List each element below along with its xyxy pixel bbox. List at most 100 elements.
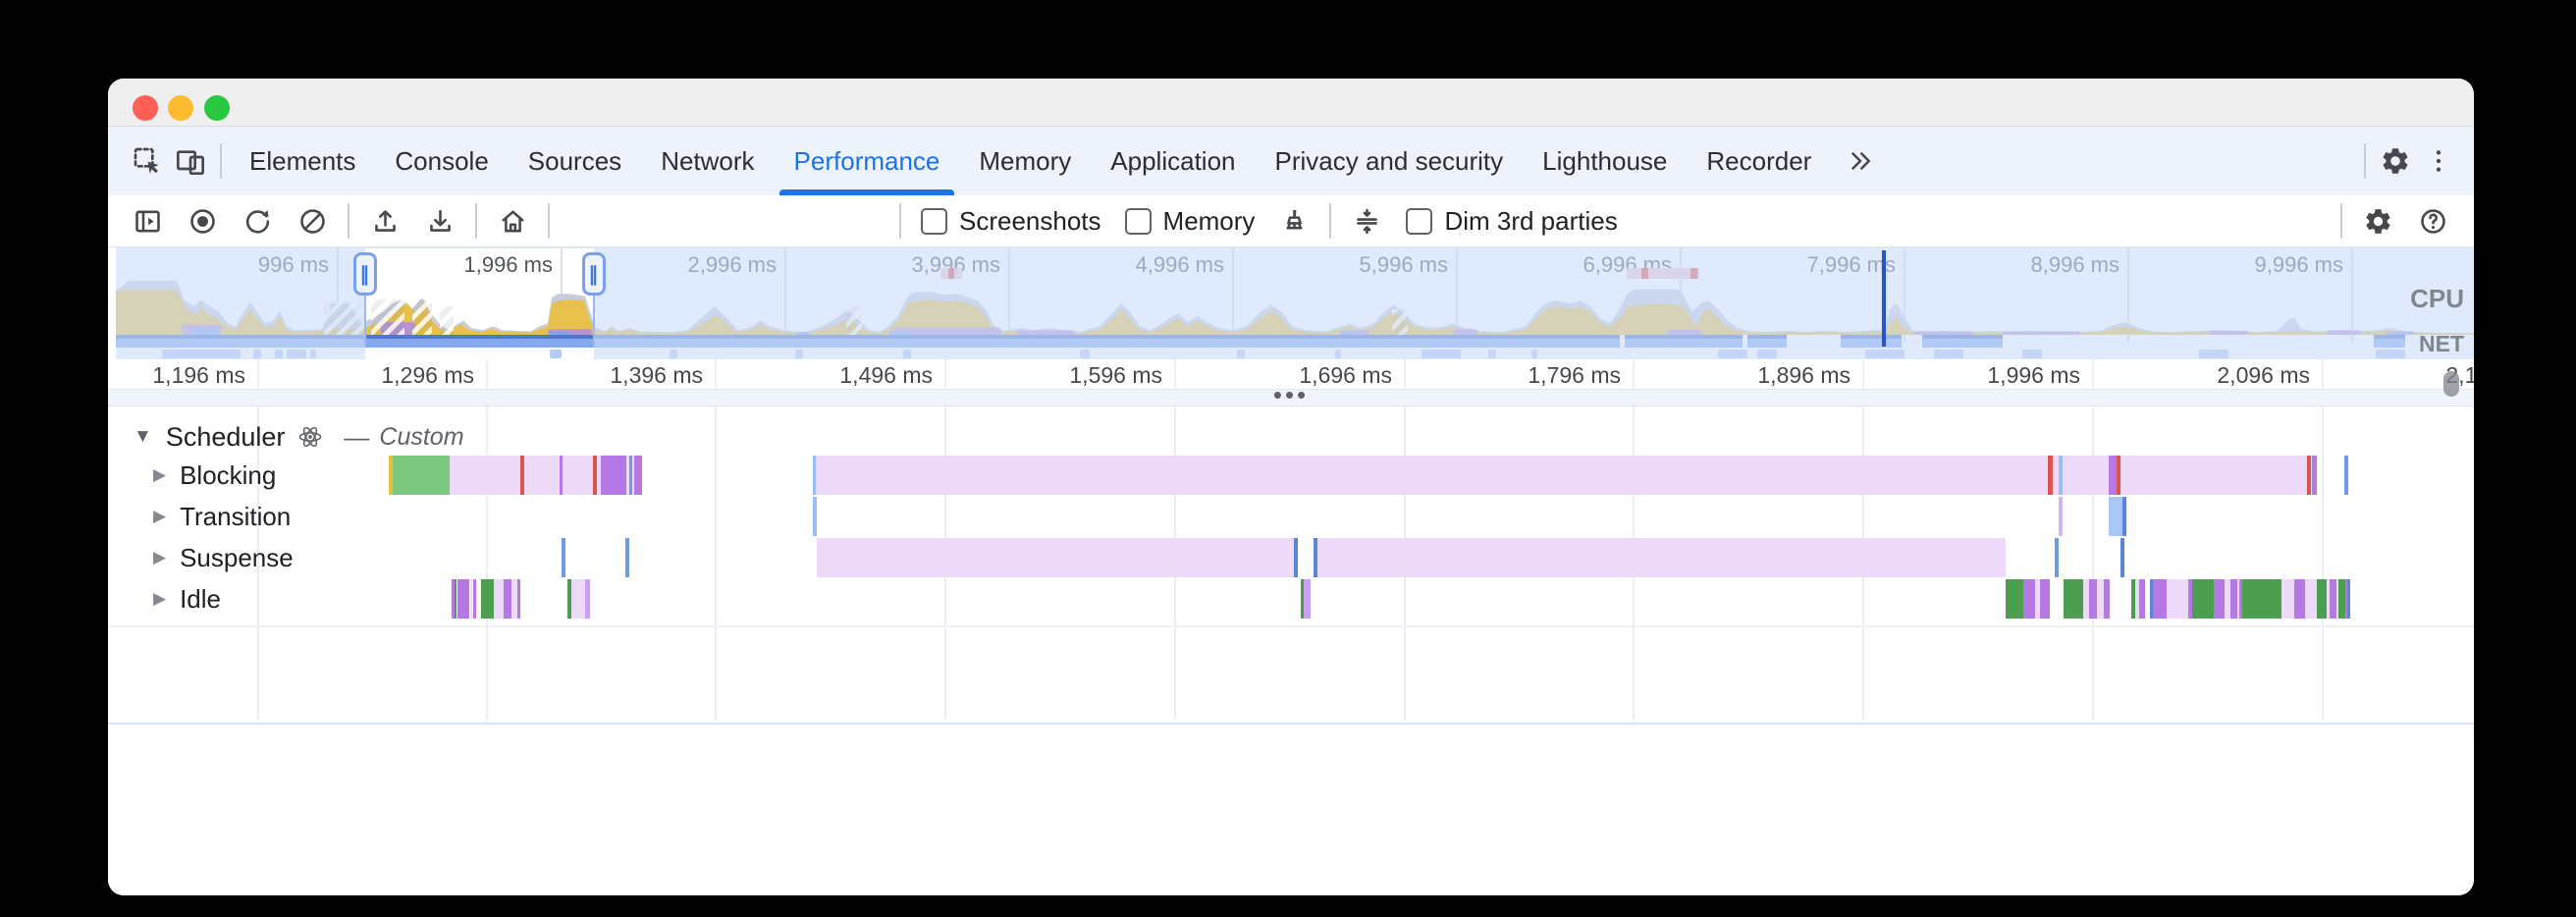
device-toolbar-icon[interactable] [169, 137, 212, 185]
collect-garbage-button[interactable] [1266, 198, 1321, 243]
track-bar-segment[interactable] [629, 456, 632, 495]
track-bar-segment[interactable] [2338, 579, 2345, 619]
track-row-blocking[interactable]: ▶Blocking [153, 456, 276, 495]
track-bar-segment[interactable] [2117, 456, 2120, 495]
more-tabs-button[interactable] [1836, 127, 1885, 195]
track-bar-segment[interactable] [2336, 579, 2338, 619]
track-bar-segment[interactable] [2230, 579, 2237, 619]
track-bar-segment[interactable] [473, 579, 476, 619]
save-profile-button[interactable] [412, 198, 467, 243]
track-bar-segment[interactable] [2153, 579, 2167, 619]
track-bar-segment[interactable] [2305, 579, 2317, 619]
track-bar-segment[interactable] [1294, 538, 1298, 577]
track-bar-segment[interactable] [2330, 579, 2336, 619]
track-bar-segment[interactable] [593, 456, 597, 495]
track-row-idle[interactable]: ▶Idle [153, 579, 221, 619]
record-button[interactable] [175, 198, 230, 243]
track-bar-segment[interactable] [2059, 497, 2063, 536]
minimize-window-button[interactable] [168, 95, 193, 121]
tab-performance[interactable]: Performance [778, 127, 955, 195]
titlebar[interactable] [108, 79, 2474, 127]
track-bar-segment[interactable] [2055, 538, 2059, 577]
track-bar-segment[interactable] [494, 579, 504, 619]
track-bar-segment[interactable] [2122, 497, 2126, 536]
track-area[interactable]: ▼Scheduler—Custom▶Blocking▶Transition▶Su… [108, 406, 2474, 723]
track-bar-segment[interactable] [2064, 579, 2083, 619]
track-bar-segment[interactable] [452, 579, 455, 619]
track-bar-segment[interactable] [2139, 579, 2145, 619]
track-bar-segment[interactable] [520, 456, 524, 495]
track-bar-segment[interactable] [2242, 579, 2281, 619]
tab-console[interactable]: Console [395, 145, 489, 176]
track-bar-segment[interactable] [2089, 579, 2097, 619]
close-window-button[interactable] [133, 95, 158, 121]
track-bar-segment[interactable] [2347, 579, 2350, 619]
track-bar-segment[interactable] [2345, 579, 2347, 619]
more-options-icon[interactable] [2417, 137, 2460, 185]
track-bar-segment[interactable] [457, 579, 469, 619]
tab-sources[interactable]: Sources [527, 145, 622, 176]
track-bar-segment[interactable] [813, 456, 2316, 495]
track-bar-segment[interactable] [625, 538, 629, 577]
track-bar-segment[interactable] [2083, 579, 2089, 619]
dim-3rd-parties-checkbox[interactable]: Dim 3rd parties [1406, 206, 1618, 237]
expand-triangle-icon[interactable]: ▶ [153, 507, 167, 525]
track-bar-segment[interactable] [2023, 579, 2035, 619]
tab-privacy-and-security[interactable]: Privacy and security [1274, 145, 1504, 176]
track-bar-segment[interactable] [2167, 579, 2188, 619]
track-bar-segment[interactable] [2048, 456, 2053, 495]
live-metrics-button[interactable] [485, 198, 540, 243]
track-bar-segment[interactable] [1301, 579, 1304, 619]
track-bar-segment[interactable] [2281, 579, 2294, 619]
track-bar-segment[interactable] [511, 579, 517, 619]
track-bar-segment[interactable] [1304, 579, 1311, 619]
track-bar-segment[interactable] [2307, 456, 2311, 495]
vertical-scrollbar-thumb[interactable] [2443, 371, 2459, 397]
track-bar-segment[interactable] [504, 579, 511, 619]
screenshots-checkbox-box[interactable] [921, 207, 947, 235]
shrink-tracks-button[interactable] [1339, 198, 1394, 243]
track-bar-segment[interactable] [2150, 579, 2153, 619]
toggle-sidebar-button[interactable] [120, 198, 175, 243]
track-bar-segment[interactable] [2214, 579, 2225, 619]
load-profile-button[interactable] [357, 198, 412, 243]
tab-elements[interactable]: Elements [249, 145, 356, 176]
track-bar-segment[interactable] [2006, 579, 2023, 619]
track-bar-segment[interactable] [562, 538, 565, 577]
track-bar-segment[interactable] [2294, 579, 2305, 619]
track-bar-segment[interactable] [2192, 579, 2214, 619]
tab-application[interactable]: Application [1110, 145, 1236, 176]
memory-checkbox-box[interactable] [1124, 207, 1152, 235]
panel-resizer-handle[interactable]: ••• [108, 382, 2474, 407]
track-bar-segment[interactable] [2239, 579, 2242, 619]
settings-gear-icon[interactable] [2374, 137, 2417, 185]
record-and-reload-button[interactable] [230, 198, 285, 243]
selection-handle-right[interactable]: ∥ [582, 252, 606, 296]
track-bar-segment[interactable] [2188, 579, 2192, 619]
track-bar-segment[interactable] [571, 579, 585, 619]
track-bar-segment[interactable] [1314, 538, 1317, 577]
track-bar-segment[interactable] [2225, 579, 2230, 619]
track-bar-segment[interactable] [2097, 579, 2104, 619]
track-bar-segment[interactable] [585, 579, 590, 619]
playhead-marker[interactable] [1882, 250, 1886, 347]
track-bar-segment[interactable] [1317, 538, 2006, 577]
track-bar-segment[interactable] [2104, 579, 2110, 619]
capture-settings-gear-icon[interactable] [2350, 198, 2405, 243]
collapse-triangle-icon[interactable]: ▼ [134, 426, 152, 447]
tab-lighthouse[interactable]: Lighthouse [1542, 145, 1668, 176]
timeline-overview[interactable]: 996 ms1,996 ms2,996 ms3,996 ms4,996 ms5,… [116, 247, 2474, 360]
track-bar-segment[interactable] [389, 456, 393, 495]
zoom-window-button[interactable] [204, 95, 230, 121]
expand-triangle-icon[interactable]: ▶ [153, 465, 167, 484]
memory-checkbox[interactable]: Memory [1124, 206, 1255, 237]
track-bar-segment[interactable] [517, 579, 520, 619]
track-bar-segment[interactable] [817, 538, 1296, 577]
track-bar-segment[interactable] [470, 579, 472, 619]
track-bar-segment[interactable] [2312, 456, 2317, 495]
clear-recording-button[interactable] [285, 198, 340, 243]
tab-network[interactable]: Network [661, 145, 755, 176]
expand-triangle-icon[interactable]: ▶ [153, 589, 167, 608]
screenshots-checkbox[interactable]: Screenshots [921, 206, 1101, 237]
track-bar-segment[interactable] [634, 456, 642, 495]
